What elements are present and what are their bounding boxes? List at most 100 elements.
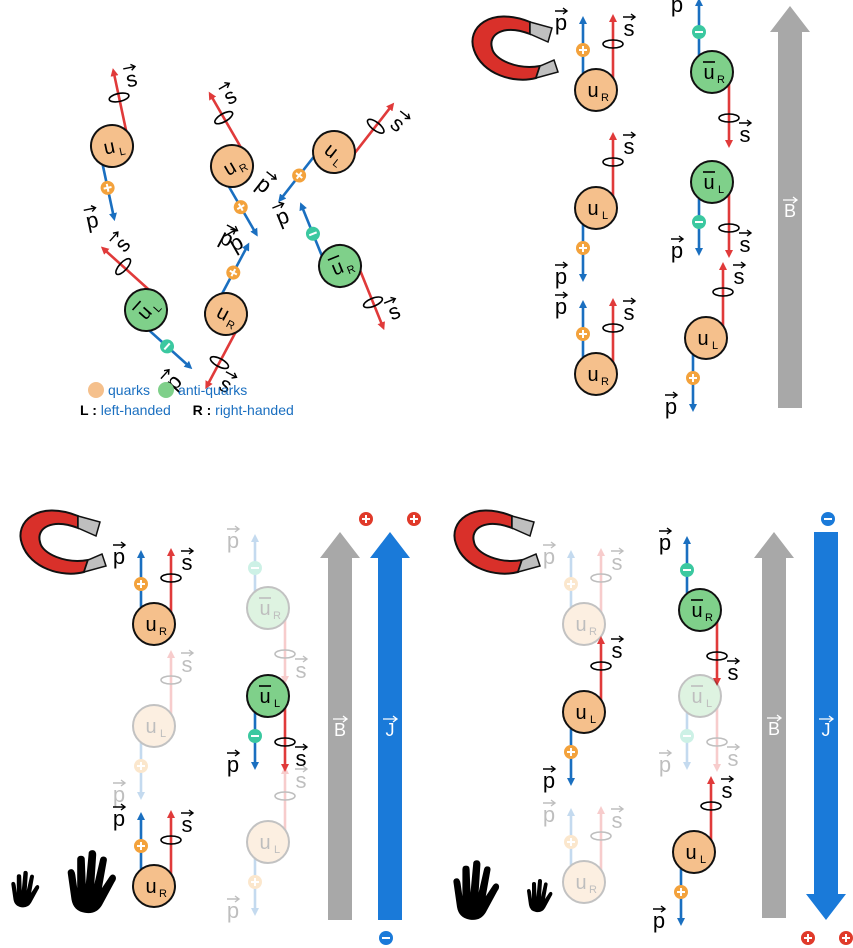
spin-label-text: s — [740, 232, 751, 257]
momentum-label: p — [555, 262, 567, 289]
momentum-label-text: p — [227, 528, 239, 553]
spin-label: s — [721, 776, 733, 803]
quark-left-handed: uLps — [543, 636, 623, 793]
magnetic-field-arrow: B — [754, 532, 794, 918]
momentum-label-text: p — [543, 802, 555, 827]
antiquark-left-handed: uLps — [659, 675, 739, 777]
right-hand-icon — [68, 850, 116, 913]
spin-label-text: s — [182, 550, 193, 575]
quark-left-handed: uLps — [227, 766, 307, 923]
flavor-label: u — [587, 364, 598, 386]
spin-label: s — [217, 81, 241, 110]
handedness-label: L — [274, 844, 280, 856]
spin-label-text: s — [728, 660, 739, 685]
momentum-label-text: p — [659, 752, 671, 777]
spin-label-text: s — [109, 232, 135, 257]
spin-label-text: s — [296, 658, 307, 683]
flavor-label: u — [691, 686, 702, 708]
handedness-label: L — [602, 210, 608, 222]
flavor-label: u — [587, 80, 598, 102]
spin-label-text: s — [624, 16, 635, 41]
spin-label: s — [611, 806, 623, 833]
quark-right-handed: uRp s — [113, 804, 193, 907]
handedness-label: L — [160, 728, 166, 740]
momentum-label: p — [659, 528, 671, 555]
antiquark-left-handed: uLps — [671, 161, 751, 263]
legend-right-text: right-handed — [215, 402, 294, 418]
magnet-icon — [454, 511, 540, 574]
spin-label-text: s — [722, 778, 733, 803]
legend-particles: quarks anti-quarks — [88, 382, 247, 398]
flavor-label: u — [575, 614, 586, 636]
momentum-label-text: p — [543, 768, 555, 793]
spin-label-text: s — [734, 264, 745, 289]
momentum-label-text: p — [665, 394, 677, 419]
panel-magnetic-field: uRpsuRpsuLpsuLpsuRpsuLpsB — [472, 0, 810, 419]
momentum-label: p — [555, 292, 567, 319]
quark-right-handed: uRps — [543, 800, 623, 903]
spin-label-text: s — [740, 122, 751, 147]
left-hand-icon — [453, 860, 499, 920]
flavor-label: u — [259, 598, 270, 620]
spin-label: s — [181, 810, 193, 837]
plus-charge-icon — [407, 512, 421, 526]
current-arrow-label: J — [386, 720, 395, 740]
spin-label: s — [383, 296, 404, 326]
legend-left-key: L : — [80, 402, 97, 418]
momentum-label-text: p — [555, 264, 567, 289]
momentum-label-text: p — [671, 238, 683, 263]
magnetic-field-arrow: B — [770, 6, 810, 408]
momentum-label: p — [113, 780, 125, 807]
spin-label-text: s — [624, 300, 635, 325]
quark-right-handed: uRps — [154, 222, 298, 398]
spin-label: s — [727, 744, 739, 771]
plus-charge-icon — [801, 931, 815, 945]
momentum-label-text: p — [555, 10, 567, 35]
legend-left-text: left-handed — [101, 402, 171, 418]
momentum-label-text: p — [555, 294, 567, 319]
legend-right-key: R : — [193, 402, 212, 418]
right-hand-icon — [527, 879, 552, 912]
quark-left-handed: uLps — [653, 776, 733, 933]
handedness-label: R — [705, 612, 713, 624]
spin-label-text: s — [296, 768, 307, 793]
spin-label: s — [295, 766, 307, 793]
magnet-icon — [20, 511, 106, 574]
flavor-label: u — [259, 686, 270, 708]
magnet-icon — [472, 17, 558, 80]
antiquark-right-handed: uRps — [659, 528, 739, 685]
magnetic-field-arrow-label: B — [784, 201, 796, 221]
legend-handedness: L : left-handed R : right-handed — [80, 402, 294, 418]
spin-label: s — [739, 120, 751, 147]
momentum-label: p — [671, 0, 683, 17]
handedness-label: R — [601, 92, 609, 104]
handedness-label: R — [717, 74, 725, 86]
flavor-label: u — [575, 872, 586, 894]
spin-label: s — [611, 636, 623, 663]
spin-label: s — [181, 650, 193, 677]
antiquark-right-handed: uRps — [671, 0, 751, 147]
antiquark-swatch-icon — [158, 382, 174, 398]
flavor-label: u — [697, 328, 708, 350]
handedness-label: R — [601, 376, 609, 388]
handedness-label: R — [273, 610, 281, 622]
momentum-label-text: p — [113, 806, 125, 831]
momentum-label: p — [659, 750, 671, 777]
flavor-label: u — [145, 876, 156, 898]
plus-charge-icon — [839, 931, 853, 945]
flavor-label: u — [587, 198, 598, 220]
current-arrow-label: J — [822, 720, 831, 740]
spin-label: s — [295, 656, 307, 683]
flavor-label: u — [685, 842, 696, 864]
momentum-label-text: p — [543, 544, 555, 569]
magnetic-field-arrow-label: B — [768, 719, 780, 739]
handedness-label: L — [274, 698, 280, 710]
spin-label: s — [733, 262, 745, 289]
left-hand-icon — [11, 871, 39, 907]
handedness-label: R — [159, 888, 167, 900]
